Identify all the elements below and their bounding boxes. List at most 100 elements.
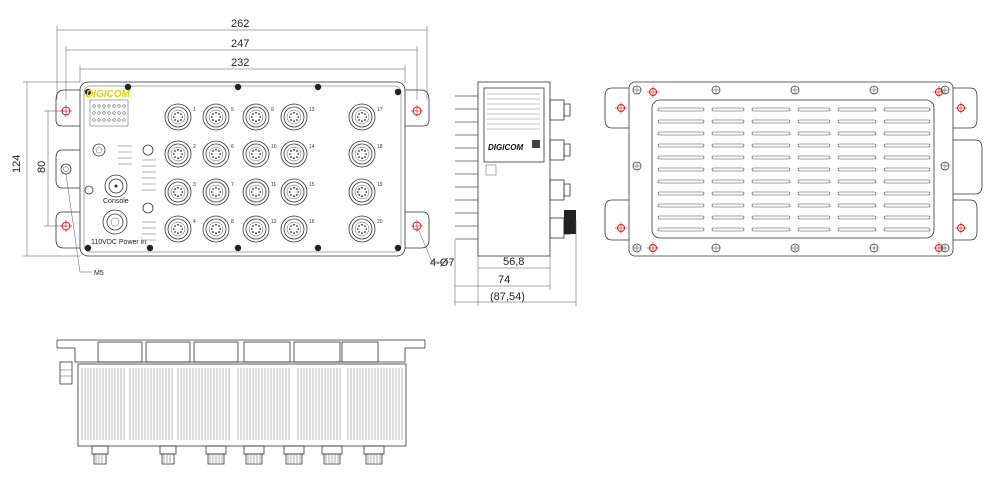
hole — [647, 86, 659, 98]
ground-stud — [59, 361, 73, 385]
m12-port: 17 — [348, 103, 383, 131]
hole — [647, 242, 659, 254]
hole — [615, 222, 627, 234]
slot — [837, 119, 877, 124]
slot — [837, 191, 877, 196]
block — [193, 341, 239, 363]
led-block — [89, 99, 129, 127]
slot — [657, 131, 705, 136]
screw-head — [394, 244, 402, 252]
port-number: 20 — [377, 219, 383, 225]
m12-port: 18 — [348, 140, 383, 168]
m12-port: 20 — [348, 215, 383, 243]
slot — [797, 215, 831, 220]
slot — [797, 107, 831, 112]
led — [92, 104, 96, 108]
slot — [837, 143, 877, 148]
slot — [837, 155, 877, 160]
m12-port: 15 — [280, 178, 315, 206]
slot — [751, 131, 791, 136]
led — [92, 111, 96, 115]
front-brand: DIGICOM — [86, 89, 131, 100]
back-screw — [869, 243, 879, 253]
dim-80-text: 80 — [36, 161, 48, 173]
slot — [657, 191, 705, 196]
led — [97, 118, 101, 122]
block — [145, 341, 191, 363]
back-screw — [632, 85, 642, 95]
screw-head — [124, 83, 132, 91]
bottom-connector — [159, 445, 177, 465]
slot — [751, 119, 791, 124]
slot — [797, 191, 831, 196]
port-number: 6 — [231, 144, 234, 150]
bottom-body — [77, 363, 407, 447]
port-number: 14 — [309, 144, 315, 150]
console-label: Console — [103, 198, 129, 205]
screw-head — [234, 244, 242, 252]
qr-code — [532, 140, 540, 148]
console-connector — [104, 174, 128, 198]
led — [112, 118, 116, 122]
slot — [883, 191, 931, 196]
bottom-view — [56, 339, 426, 465]
slot — [711, 215, 745, 220]
slot — [711, 167, 745, 172]
bottom-connector — [205, 445, 227, 465]
led — [122, 104, 126, 108]
back-view — [604, 81, 983, 257]
dim-124-text: 124 — [11, 155, 23, 173]
slot — [711, 143, 745, 148]
m12-port: 12 — [242, 215, 277, 243]
block — [97, 341, 143, 363]
led — [107, 118, 111, 122]
left-top-tab — [55, 89, 80, 127]
m12-port: 2 — [164, 140, 196, 168]
m12-port: 3 — [164, 178, 196, 206]
bottom-connector — [91, 445, 109, 465]
hole — [955, 222, 967, 234]
side-brand: DIGICOM — [488, 143, 523, 152]
screw-head — [314, 83, 322, 91]
port-number: 16 — [309, 219, 315, 225]
side-connector — [549, 179, 571, 201]
screw-head — [84, 244, 92, 252]
port-number: 13 — [309, 107, 315, 113]
slot — [837, 179, 877, 184]
slot — [657, 107, 705, 112]
led — [112, 104, 116, 108]
screw-head — [314, 244, 322, 252]
m12-port: 11 — [242, 178, 276, 206]
dim-262-text: 262 — [231, 18, 249, 30]
led — [102, 118, 106, 122]
slot — [837, 167, 877, 172]
slot — [837, 215, 877, 220]
heatsink-area — [651, 99, 935, 239]
small-connector — [142, 144, 154, 156]
slot — [751, 107, 791, 112]
m12-port: 19 — [348, 178, 383, 206]
slot — [883, 227, 931, 232]
holes-label: 4-Ø7 — [430, 257, 454, 269]
slot — [751, 179, 791, 184]
dim-232-text: 232 — [231, 57, 249, 69]
port-number: 12 — [271, 219, 277, 225]
slot — [657, 167, 705, 172]
led — [92, 118, 96, 122]
side-view: DIGICOM 56,8 74 (87,54) — [454, 81, 577, 306]
front-view: 262 247 232 124 80 — [11, 18, 454, 277]
slot — [883, 167, 931, 172]
side-label-plate — [483, 87, 545, 163]
back-screw — [790, 243, 800, 253]
port-number: 15 — [309, 182, 315, 188]
led — [107, 111, 111, 115]
slot — [837, 203, 877, 208]
side-connector — [549, 99, 571, 121]
port-number: 10 — [271, 144, 277, 150]
back-screw — [632, 243, 642, 253]
slot — [711, 107, 745, 112]
slot — [883, 179, 931, 184]
slot — [711, 203, 745, 208]
m12-port: 5 — [202, 103, 234, 131]
m12-port: 16 — [280, 215, 315, 243]
